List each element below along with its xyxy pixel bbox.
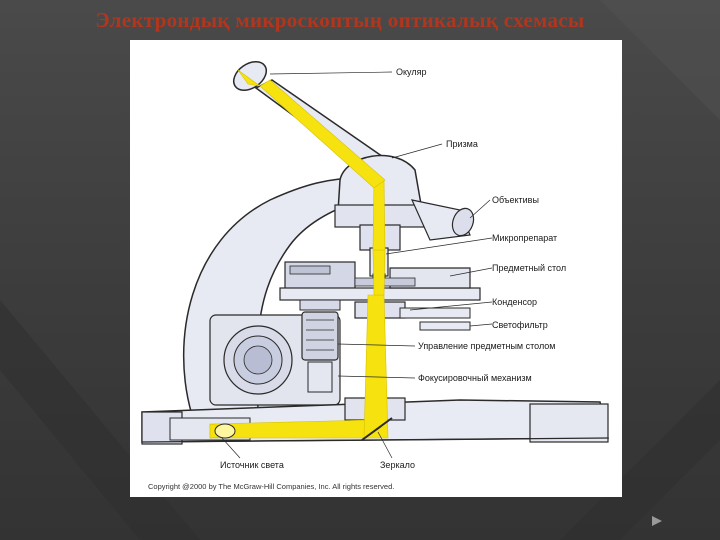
- label-condenser: Конденсор: [492, 297, 537, 307]
- leader-prism: [391, 143, 443, 159]
- leader-mirror: [377, 431, 393, 459]
- leader-specimen: [385, 237, 493, 255]
- label-light-source: Источник света: [220, 460, 284, 470]
- label-focus: Фокусировочный механизм: [418, 373, 532, 383]
- label-stage: Предметный стол: [492, 263, 566, 273]
- light-path: [209, 69, 389, 439]
- microscope-figure: Окуляр Призма Объективы Микропрепарат Пр…: [130, 40, 622, 497]
- leader-condenser: [409, 301, 493, 311]
- leader-eyepiece: [269, 71, 393, 75]
- leader-filter: [469, 323, 493, 327]
- leader-focus: [337, 375, 416, 379]
- label-eyepiece: Окуляр: [396, 67, 426, 77]
- label-prism: Призма: [446, 139, 478, 149]
- focus-knobs: [299, 299, 341, 393]
- mirror-element: [361, 417, 393, 441]
- slide-title: Электрондық микроскоптың оптикалық схема…: [95, 8, 585, 32]
- label-filter: Светофильтр: [492, 320, 548, 330]
- microscope-diagram: Окуляр Призма Объективы Микропрепарат Пр…: [141, 60, 609, 491]
- light-bulb: [214, 423, 236, 439]
- leader-objectives: [469, 199, 491, 219]
- label-stage-control: Управление предметным столом: [418, 341, 556, 351]
- slide-corner-marker-icon: [652, 516, 662, 526]
- leader-stage-control: [337, 343, 416, 347]
- label-mirror: Зеркало: [380, 460, 415, 470]
- copyright-notice: Copyright @2000 by The McGraw-Hill Compa…: [148, 482, 394, 491]
- specimen-stage: [279, 261, 481, 301]
- label-specimen: Микропрепарат: [492, 233, 557, 243]
- leader-stage: [449, 267, 493, 277]
- label-objectives: Объективы: [492, 195, 539, 205]
- leader-light-source: [221, 437, 241, 459]
